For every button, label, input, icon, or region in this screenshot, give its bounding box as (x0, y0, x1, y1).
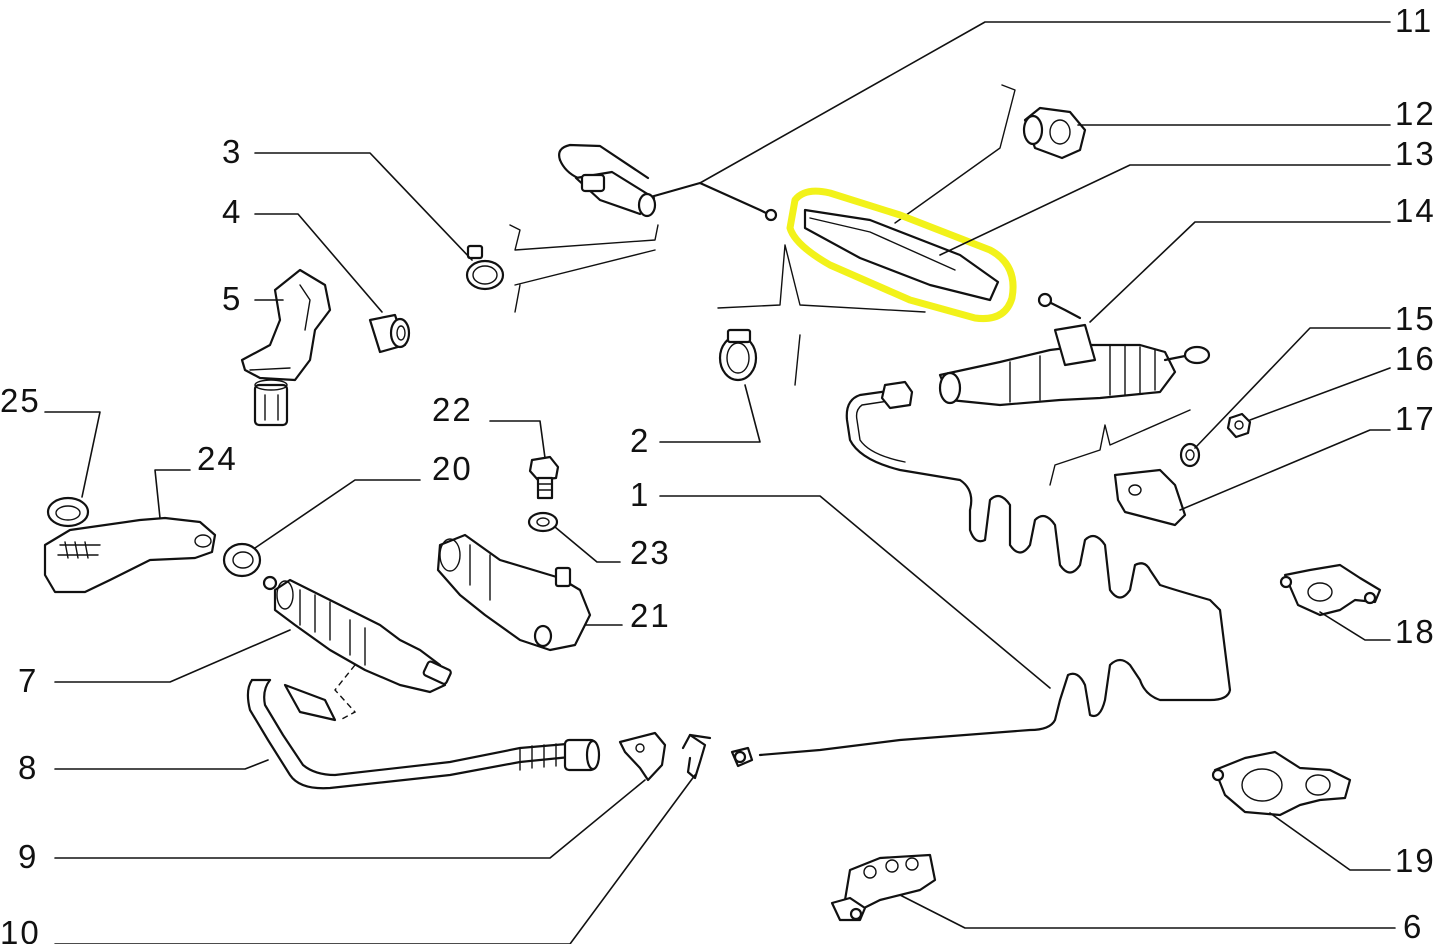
callout-20: 20 (432, 450, 473, 487)
callout-18: 18 (1395, 613, 1436, 650)
callout-9: 9 (18, 838, 38, 875)
part-10-spring-clip (681, 733, 712, 780)
callout-15: 15 (1395, 300, 1436, 337)
callout-10: 10 (0, 914, 41, 944)
callout-5: 5 (222, 280, 242, 317)
callout-16: 16 (1395, 340, 1436, 377)
part-22-bolt (528, 455, 560, 500)
leader-8 (54, 759, 269, 770)
part-19-double-clamp (1211, 750, 1352, 817)
callout-8: 8 (18, 749, 38, 786)
leader-16 (1249, 367, 1391, 421)
part-15-washer (1179, 442, 1201, 468)
callout-23: 23 (630, 534, 671, 571)
part-12-grommet (1022, 106, 1087, 160)
callout-24: 24 (197, 440, 238, 477)
part-7-slave-cylinder (262, 575, 452, 721)
part-25-seal (46, 496, 90, 528)
leader-2 (659, 384, 761, 443)
part-4-bushing (368, 313, 411, 354)
leader-18 (1319, 611, 1391, 641)
callout-14: 14 (1395, 192, 1436, 229)
callout-13: 13 (1395, 135, 1436, 172)
leader-1 (659, 495, 1051, 689)
callout-1: 1 (630, 476, 650, 513)
leader-19 (1269, 812, 1391, 871)
leader-14 (1089, 221, 1391, 323)
part-8-flexible-hose (246, 678, 601, 790)
leader-24 (154, 469, 191, 519)
callout-22: 22 (432, 391, 473, 428)
leader-lines (44, 21, 1396, 944)
part-21-cylinder (436, 533, 592, 652)
part-9-clip (618, 731, 667, 782)
part-5-bracket (240, 268, 332, 427)
highlight-outline-part-13 (786, 187, 1017, 323)
callout-21: 21 (630, 597, 671, 634)
leader-10 (54, 774, 696, 944)
part-3-hose-clamp (465, 224, 659, 313)
part-16-nut (1226, 412, 1252, 439)
part-18-clamp (1279, 563, 1382, 617)
part-11-upper-pipe (558, 143, 778, 222)
callout-6: 6 (1403, 908, 1423, 944)
leader-7 (54, 629, 291, 683)
part-2-clamp (717, 244, 926, 386)
leader-23 (554, 526, 621, 563)
callout-3: 3 (222, 133, 242, 170)
leader-25 (44, 411, 101, 498)
leader-11 (699, 21, 1391, 184)
part-23-washer (527, 511, 559, 533)
callout-12: 12 (1395, 95, 1436, 132)
part-14-master-cylinder (938, 292, 1211, 407)
callout-17: 17 (1395, 400, 1436, 437)
callout-25: 25 (0, 382, 41, 419)
leader-4 (254, 213, 383, 313)
leader-20 (254, 479, 421, 549)
callout-4: 4 (222, 193, 242, 230)
leader-22 (489, 420, 546, 459)
part-1-coiled-pipe (730, 380, 1232, 768)
callout-7: 7 (18, 662, 38, 699)
callout-11: 11 (1395, 2, 1433, 39)
leader-3 (254, 152, 473, 261)
part-13-hose (803, 84, 1016, 302)
part-6-multi-clip (830, 853, 937, 922)
leader-9 (54, 779, 646, 859)
leader-17 (1179, 429, 1391, 511)
part-24-lever (43, 516, 217, 594)
leader-13 (939, 164, 1391, 256)
leader-15 (1194, 327, 1391, 449)
part-20-ring (222, 542, 262, 578)
part-17-plate (1049, 409, 1191, 527)
leader-6 (899, 894, 1396, 929)
callout-19: 19 (1395, 842, 1436, 879)
callout-2: 2 (630, 422, 650, 459)
